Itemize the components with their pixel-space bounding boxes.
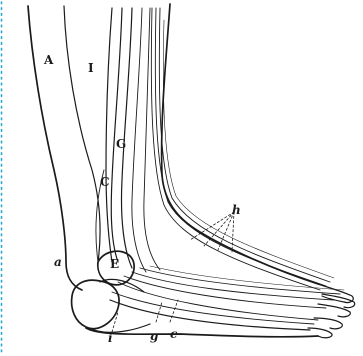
heel-bone bbox=[72, 279, 150, 332]
label-h: h bbox=[232, 203, 241, 217]
label-a: a bbox=[54, 255, 62, 269]
leader-lines-h bbox=[190, 212, 234, 252]
label-I: I bbox=[88, 61, 94, 75]
tendon-group-I bbox=[64, 6, 112, 262]
label-C: C bbox=[100, 175, 110, 189]
label-i: i bbox=[108, 331, 113, 345]
label-A: A bbox=[43, 53, 54, 67]
label-E: E bbox=[110, 257, 119, 271]
label-g: g bbox=[150, 329, 158, 343]
plantar-tendons bbox=[110, 266, 344, 330]
label-G: G bbox=[116, 137, 126, 151]
extensor-tendons bbox=[151, 8, 334, 290]
leg-outline bbox=[28, 4, 318, 290]
label-c: c bbox=[170, 327, 178, 341]
